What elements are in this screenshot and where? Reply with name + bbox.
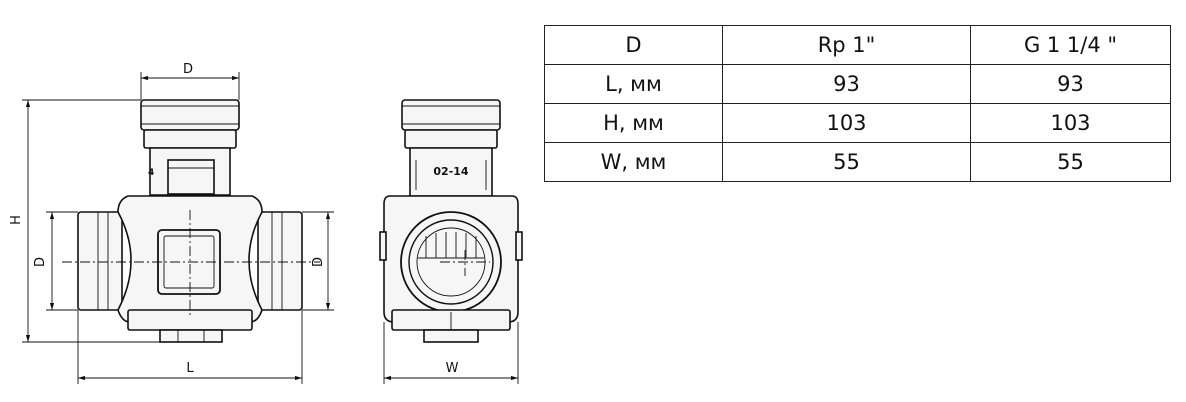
- table-cell: 93: [970, 64, 1171, 104]
- table-cell: 103: [722, 103, 971, 143]
- valve-technical-drawing: 4 D H D: [9, 62, 523, 384]
- dim-height-label: H: [9, 215, 24, 225]
- table-cell: H, мм: [544, 103, 723, 143]
- table-row: H, мм 103 103: [544, 103, 1171, 143]
- table-row: W, мм 55 55: [544, 142, 1171, 182]
- side-marking: 02-14: [433, 165, 469, 178]
- table-cell: 55: [722, 142, 971, 182]
- table-cell: 103: [970, 103, 1171, 143]
- dim-width-label: W: [446, 361, 459, 376]
- dim-right-port-label: D: [311, 257, 326, 267]
- table-cell: L, мм: [544, 64, 723, 104]
- dim-left-port-label: D: [33, 257, 48, 267]
- front-dimensions: D H D D L: [9, 62, 334, 384]
- dimensions-table: D Rp 1" G 1 1/4 " L, мм 93 93 H, мм 103 …: [544, 25, 1171, 182]
- front-side-marking: 4: [148, 168, 154, 178]
- table-cell: D: [544, 25, 723, 65]
- dim-length-label: L: [186, 361, 194, 376]
- table-cell: W, мм: [544, 142, 723, 182]
- side-dimensions: W: [383, 322, 519, 384]
- table-cell: 55: [970, 142, 1171, 182]
- table-cell: Rp 1": [722, 25, 971, 65]
- table-cell: 93: [722, 64, 971, 104]
- table-cell: G 1 1/4 ": [970, 25, 1171, 65]
- side-view: 02-14: [379, 99, 523, 343]
- table-row: L, мм 93 93: [544, 64, 1171, 104]
- dim-top-label: D: [183, 62, 193, 77]
- front-view: 4: [62, 99, 320, 343]
- table-header-row: D Rp 1" G 1 1/4 ": [544, 25, 1171, 65]
